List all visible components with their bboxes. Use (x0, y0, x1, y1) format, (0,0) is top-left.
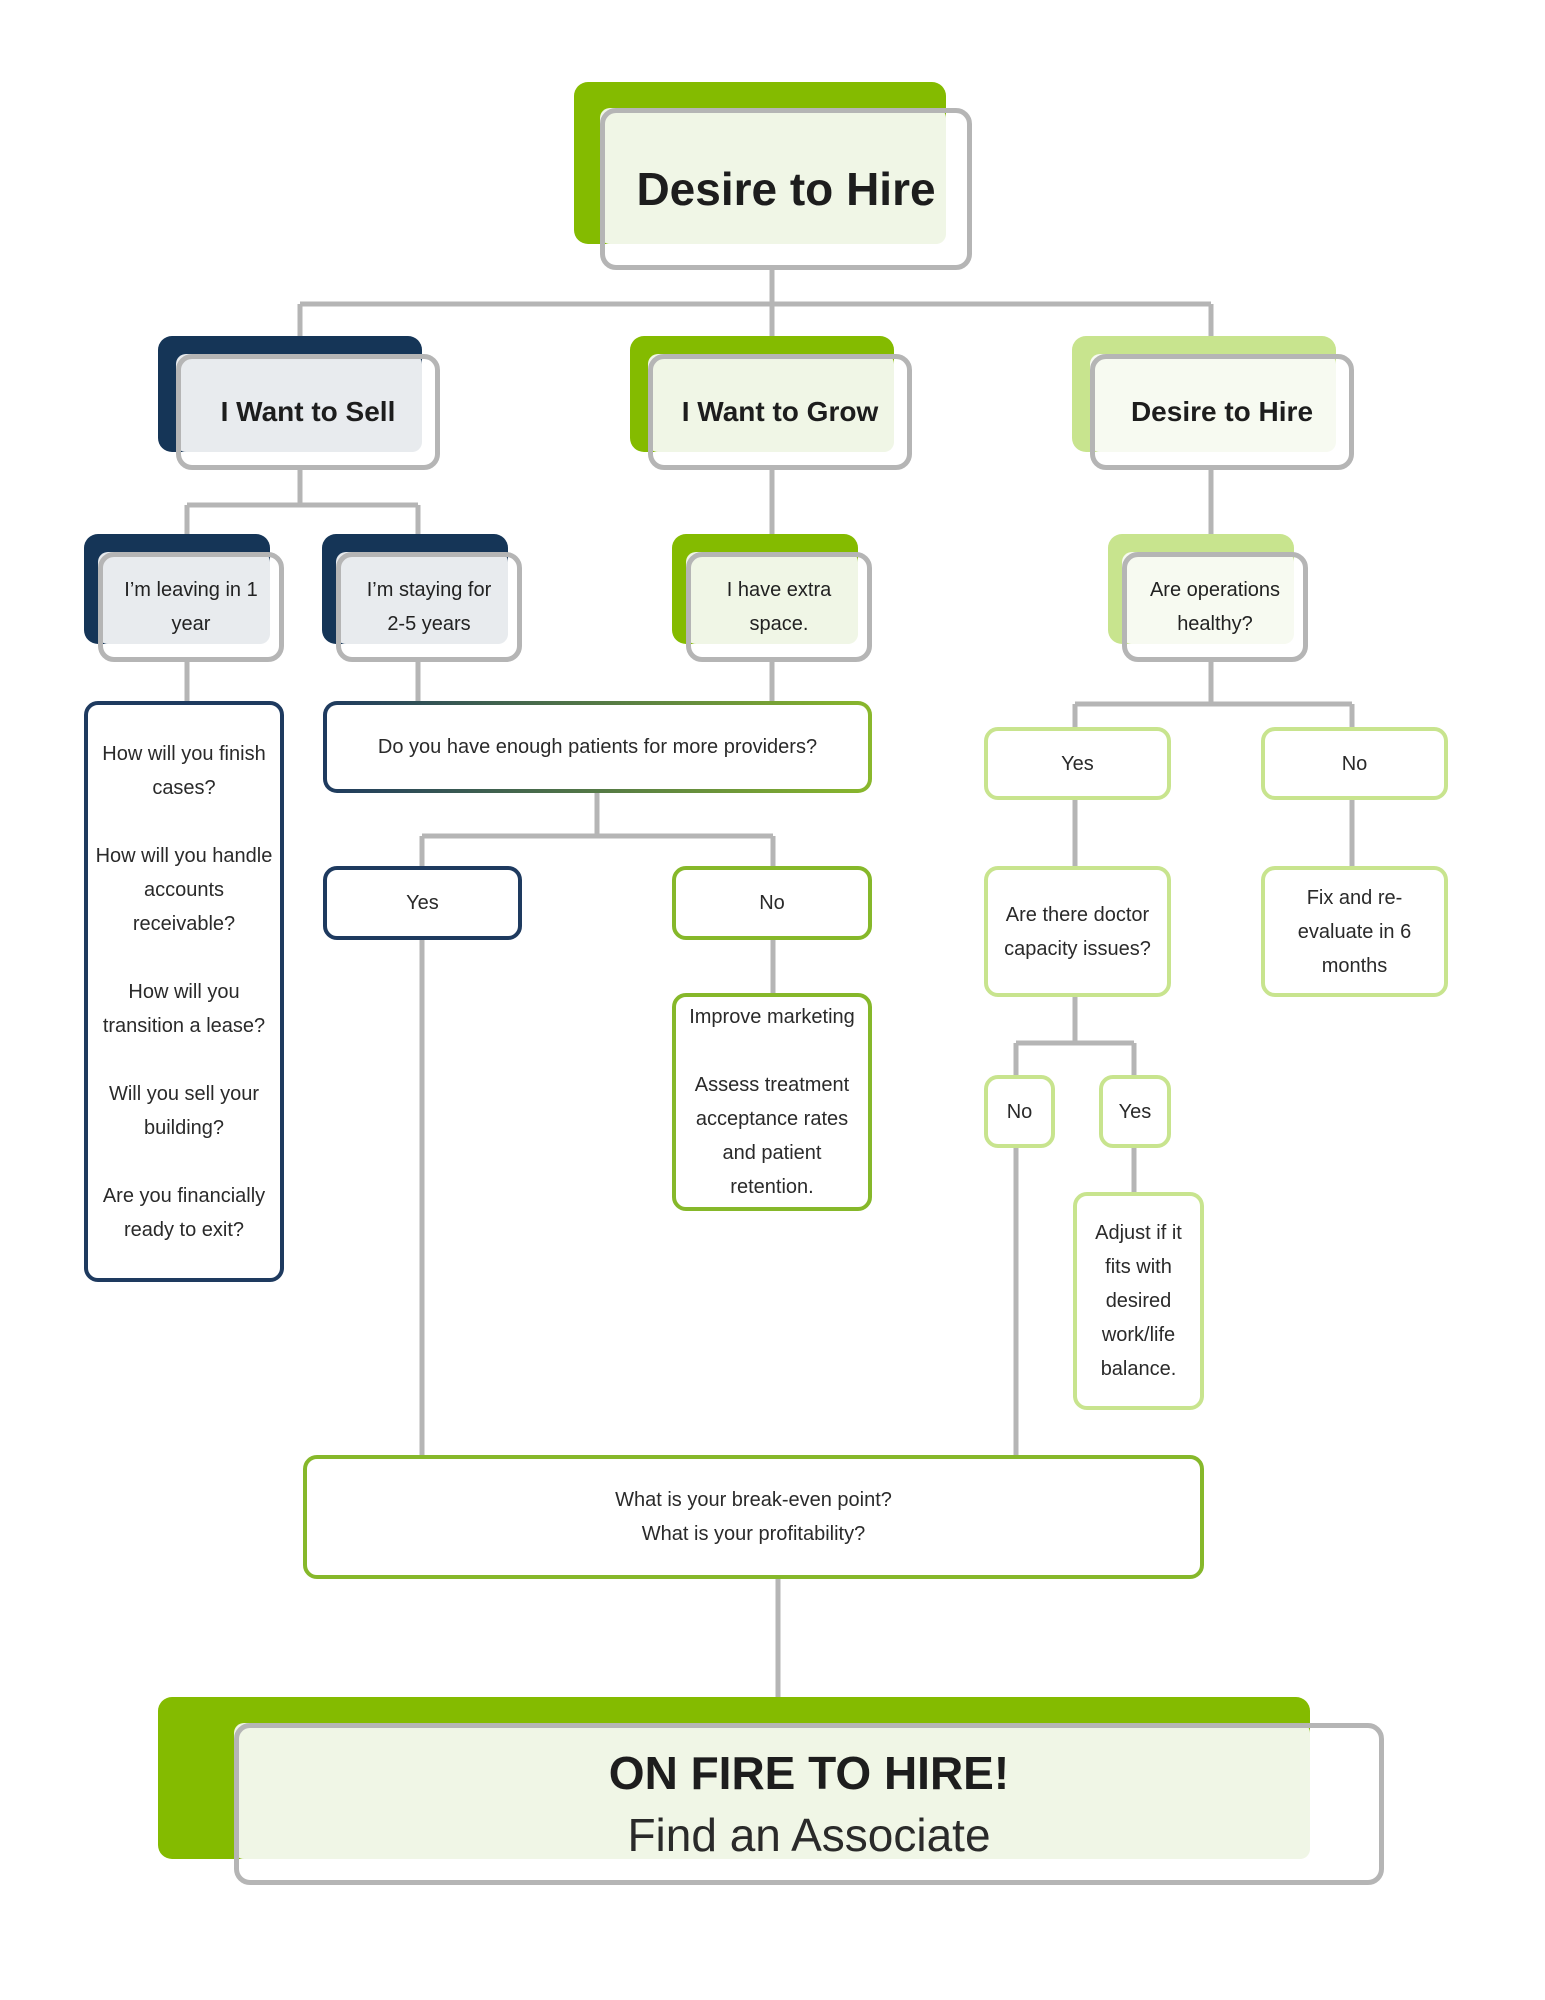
adjust-text: Adjust if it fits with desired work/life… (1095, 1222, 1182, 1380)
top-node-frame: Desire to Hire (600, 108, 972, 270)
top-node-fill (600, 108, 946, 244)
node-staying: I’m staying for 2-5 years (322, 534, 522, 662)
node-staying-frame: I’m staying for 2-5 years (336, 552, 522, 662)
node-space-frame: I have extra space. (686, 552, 872, 662)
branch-hire-fill (1090, 354, 1336, 452)
patients-yes-box: Yes (323, 866, 522, 940)
sell-question-3: How will you transition a lease? (102, 980, 266, 1037)
marketing-line-1: Improve marketing (689, 1006, 855, 1028)
patients-question-box: Do you have enough patients for more pro… (323, 701, 872, 793)
branch-grow: I Want to Grow (630, 336, 912, 470)
branch-sell-frame: I Want to Sell (176, 354, 440, 470)
final-subline: Find an Associate (627, 1809, 991, 1861)
marketing-box: Improve marketing Assess treatment accep… (672, 993, 872, 1211)
branch-grow-frame: I Want to Grow (648, 354, 912, 470)
node-operations: Are operations healthy? (1108, 534, 1308, 662)
operations-no-label: No (1341, 752, 1368, 775)
final-node-fill (234, 1723, 1310, 1859)
branch-hire: Desire to Hire (1072, 336, 1354, 470)
node-leaving-fill (98, 552, 270, 644)
final-node: ON FIRE TO HIRE! Find an Associate (158, 1697, 1384, 1885)
branch-grow-title: I Want to Grow (681, 396, 879, 427)
node-staying-fill (336, 552, 508, 644)
branch-grow-fill (648, 354, 894, 452)
capacity-yes-box: Yes (1099, 1075, 1171, 1148)
node-staying-label: I’m staying for 2-5 years (366, 579, 492, 635)
patients-yes-label: Yes (406, 892, 439, 914)
node-leaving-label: I’m leaving in 1 year (124, 579, 258, 635)
top-node-title: Desire to Hire (636, 163, 936, 215)
branch-sell-title: I Want to Sell (220, 396, 396, 427)
patients-no-box: No (672, 866, 872, 940)
capacity-question-text: Are there doctor capacity issues? (1004, 903, 1151, 960)
top-node: Desire to Hire (574, 82, 972, 270)
sell-question-1: How will you finish cases? (102, 742, 266, 799)
operations-yes-label: Yes (1061, 752, 1094, 775)
capacity-yes-label: Yes (1118, 1100, 1152, 1123)
fix-text: Fix and re-evaluate in 6 months (1297, 886, 1412, 977)
operations-yes-box: Yes (984, 727, 1171, 800)
node-space-fill (686, 552, 858, 644)
patients-no-label: No (759, 892, 785, 914)
node-operations-fill (1122, 552, 1294, 644)
marketing-line-2: Assess treatment acceptance rates and pa… (694, 1074, 850, 1198)
sell-question-4: Will you sell your building? (108, 1082, 260, 1139)
branch-sell-fill (176, 354, 422, 452)
capacity-no-label: No (1006, 1100, 1033, 1123)
branch-hire-frame: Desire to Hire (1090, 354, 1354, 470)
branch-sell: I Want to Sell (158, 336, 440, 470)
node-space-label: I have extra space. (726, 579, 832, 635)
node-operations-frame: Are operations healthy? (1122, 552, 1308, 662)
breakeven-box: What is your break-even point? What is y… (303, 1455, 1204, 1579)
capacity-question-box: Are there doctor capacity issues? (984, 866, 1171, 997)
node-space: I have extra space. (672, 534, 872, 662)
final-headline: ON FIRE TO HIRE! (608, 1747, 1010, 1799)
fix-box: Fix and re-evaluate in 6 months (1261, 866, 1448, 997)
sell-question-5: Are you financially ready to exit? (102, 1184, 266, 1241)
capacity-no-box: No (984, 1075, 1055, 1148)
node-leaving: I’m leaving in 1 year (84, 534, 284, 662)
breakeven-line-2: What is your profitability? (641, 1523, 866, 1545)
operations-no-box: No (1261, 727, 1448, 800)
adjust-box: Adjust if it fits with desired work/life… (1073, 1192, 1204, 1410)
sell-question-2: How will you handle accounts receivable? (95, 844, 273, 935)
branch-hire-title: Desire to Hire (1130, 396, 1314, 427)
breakeven-line-1: What is your break-even point? (615, 1489, 892, 1511)
final-node-frame: ON FIRE TO HIRE! Find an Associate (234, 1723, 1384, 1885)
node-operations-label: Are operations healthy? (1149, 579, 1281, 635)
sell-questions-box: How will you finish cases? How will you … (84, 701, 284, 1282)
patients-question-text: Do you have enough patients for more pro… (377, 736, 818, 758)
node-leaving-frame: I’m leaving in 1 year (98, 552, 284, 662)
